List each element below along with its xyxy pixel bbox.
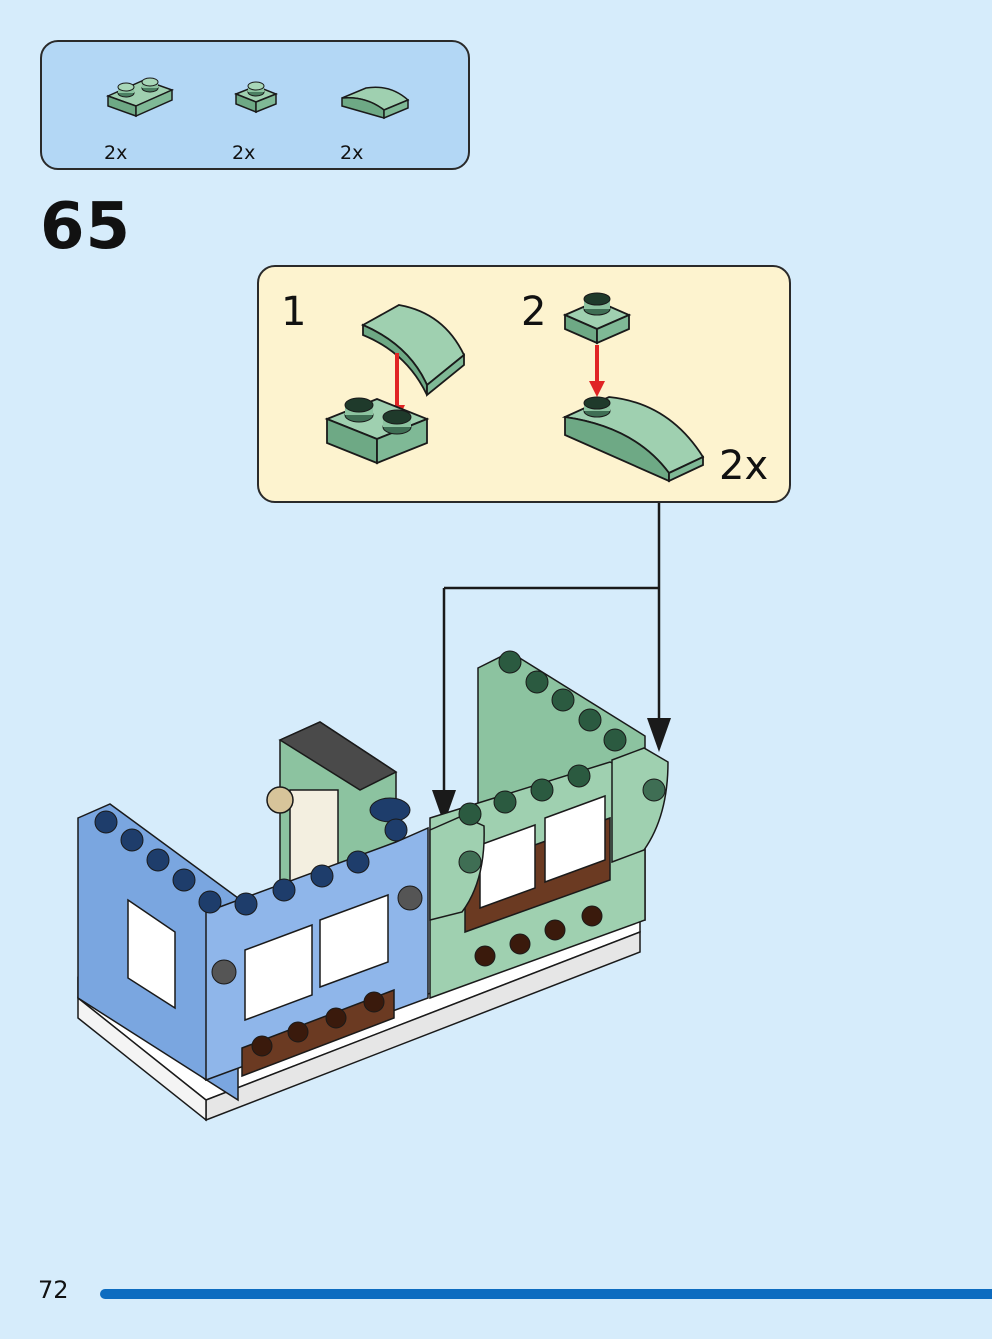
step-number: 65 xyxy=(40,190,132,264)
page-footer-bar xyxy=(100,1289,992,1299)
part-curved-slope: 2x xyxy=(340,70,430,164)
callout-connector xyxy=(432,503,671,824)
green-module xyxy=(429,651,669,1000)
subassembly-illustration xyxy=(324,292,705,483)
substep-label-1: 1 xyxy=(281,289,307,335)
parts-list-box: 2x 2x 2x xyxy=(40,40,470,170)
part-quantity: 2x xyxy=(232,142,256,164)
plate-1x1-icon xyxy=(233,81,279,114)
subassembly-multiplier: 2x xyxy=(719,443,769,489)
part-quantity: 2x xyxy=(104,142,128,164)
part-plate-1x1: 2x xyxy=(232,70,322,164)
substep-2-graphic xyxy=(561,292,705,483)
subassembly-callout: 1 2 xyxy=(257,265,791,503)
green-studs xyxy=(458,650,627,826)
part-plate-1x2: 2x xyxy=(104,70,194,164)
blue-module xyxy=(77,803,429,1102)
substep-1-graphic xyxy=(324,304,466,465)
page-number: 72 xyxy=(38,1276,69,1304)
curved-slope-icon xyxy=(341,86,410,120)
plate-1x2-icon xyxy=(105,77,175,118)
main-model-illustration xyxy=(77,503,671,1122)
part-quantity: 2x xyxy=(340,142,364,164)
substep-label-2: 2 xyxy=(521,289,547,335)
